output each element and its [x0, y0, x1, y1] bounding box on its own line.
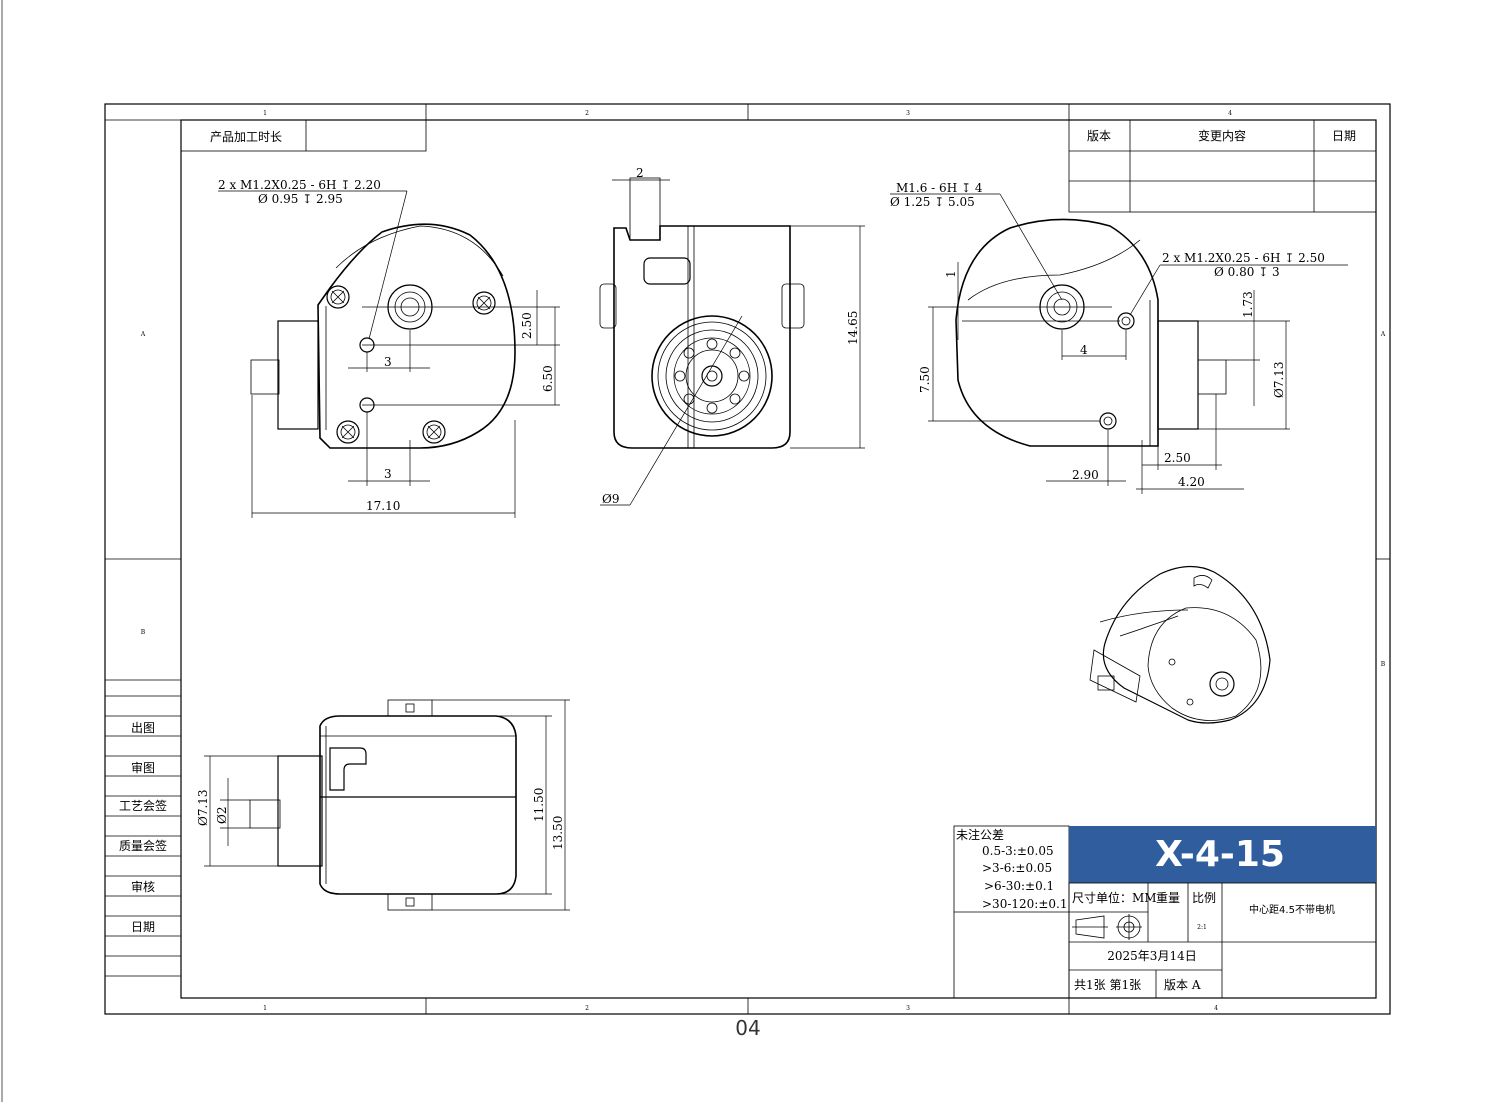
view-back: M1.6 - 6H ↧ 4 Ø 1.25 ↧ 5.05 2 x M1.2X0.2…: [890, 181, 1348, 494]
dim-v2-phi9: Ø9: [602, 492, 619, 506]
part-number-band: [1069, 826, 1376, 883]
weight-label: 重量: [1156, 891, 1180, 905]
dim-v3-2-50: 2.50: [1164, 451, 1191, 465]
drawing-frame: [104, 103, 1391, 1015]
tolerance-line-2: >3-6:±0.05: [982, 861, 1052, 875]
scale-label: 比例: [1192, 891, 1216, 905]
dim-v2-2: 2: [636, 166, 644, 180]
zone-col-2-top: 2: [585, 110, 589, 117]
process-time-label: 产品加工时长: [210, 130, 282, 144]
view-front: 2 x M1.2X0.25 - 6H ↧ 2.20 Ø 0.95 ↧ 2.95 …: [218, 178, 560, 518]
tolerance-line-3: >6-30:±0.1: [984, 879, 1054, 893]
tolerance-line-1: 0.5-3:±0.05: [982, 844, 1054, 858]
zone-row-a-right: A: [1380, 331, 1386, 338]
dim-v3-4: 4: [1080, 343, 1088, 357]
strip-label-date: 日期: [131, 920, 155, 934]
dim-v4-11-50: 11.50: [532, 788, 546, 822]
approval-strip: 出图 审图 工艺会签 质量会签 审核 日期: [105, 679, 181, 977]
dim-v3-callout-3: 2 x M1.2X0.25 - 6H ↧ 2.50: [1162, 251, 1325, 265]
revision-col-change: 变更内容: [1198, 128, 1246, 143]
dim-v4-13-50: 13.50: [551, 816, 565, 850]
dim-v3-1-73: 1.73: [1241, 291, 1255, 318]
view-top: Ø7.13 Ø2 11.50 13.50: [196, 699, 570, 911]
dim-v3-callout-4: Ø 0.80 ↧ 3: [1214, 265, 1280, 279]
tolerance-box: 未注公差 0.5-3:±0.05 >3-6:±0.05 >6-30:±0.1 >…: [953, 825, 1070, 999]
zone-col-1-top: 1: [263, 110, 267, 117]
dim-v3-callout-2: Ø 1.25 ↧ 5.05: [890, 195, 975, 209]
dim-v3-7-50: 7.50: [918, 366, 932, 393]
zone-row-a-left: A: [140, 331, 146, 338]
strip-label-process: 工艺会签: [119, 798, 167, 813]
process-time-box: 产品加工时长: [180, 119, 427, 152]
tolerance-line-4: >30-120:±0.1: [982, 897, 1067, 911]
dim-v3-2-90: 2.90: [1072, 468, 1099, 482]
part-number: X-4-15: [1155, 834, 1285, 875]
dim-v3-1: 1: [944, 270, 958, 278]
drawing-date: 2025年3月14日: [1107, 949, 1196, 963]
zone-row-b-right: B: [1381, 661, 1386, 668]
dim-v3-callout-1: M1.6 - 6H ↧ 4: [896, 181, 983, 195]
revision-col-version: 版本: [1087, 129, 1111, 143]
zone-labels: 1 2 3 4 1 2 3 4 A B A B: [140, 110, 1386, 1012]
revision-table: 版本 变更内容 日期: [1068, 119, 1377, 213]
dim-v1-3b: 3: [384, 467, 392, 481]
zone-row-b-left: B: [141, 629, 146, 636]
title-block: X-4-15 尺寸单位：MM 重量 比例 2:1 中心距4.5不带电机 2025…: [1068, 826, 1377, 999]
strip-label-audit: 审核: [131, 879, 155, 894]
zone-col-3-bottom: 3: [906, 1005, 910, 1012]
dim-v1-3a: 3: [384, 355, 392, 369]
dim-v1-callout-1: 2 x M1.2X0.25 - 6H ↧ 2.20: [218, 178, 381, 192]
isometric-view: [1089, 565, 1271, 724]
zone-col-4-top: 4: [1228, 110, 1232, 117]
dim-v4-phi7-13: Ø7.13: [196, 789, 210, 826]
dim-v3-phi7-13: Ø7.13: [1272, 361, 1286, 398]
version-value: 版本 A: [1164, 978, 1201, 992]
strip-label-quality: 质量会签: [119, 838, 167, 853]
view-side: 2 14.65 Ø9: [599, 166, 865, 506]
dim-v1-callout-2: Ø 0.95 ↧ 2.95: [258, 192, 343, 206]
page-number: 04: [735, 1016, 761, 1040]
dim-v2-14-65: 14.65: [846, 311, 860, 345]
screw-holes: [326, 285, 496, 444]
strip-label-issue: 出图: [131, 721, 155, 735]
zone-col-1-bottom: 1: [263, 1005, 267, 1012]
zone-col-2-bottom: 2: [585, 1005, 589, 1012]
zone-col-3-top: 3: [906, 110, 910, 117]
revision-col-date: 日期: [1332, 129, 1356, 143]
part-description: 中心距4.5不带电机: [1249, 903, 1335, 916]
dim-v3-4-20: 4.20: [1178, 475, 1205, 489]
dim-v1-2-50: 2.50: [520, 312, 534, 339]
dim-v4-phi2: Ø2: [215, 807, 229, 824]
dim-v1-17-10: 17.10: [366, 499, 400, 513]
zone-col-4-bottom: 4: [1214, 1005, 1218, 1012]
scale-value: 2:1: [1197, 924, 1207, 931]
unit-label: 尺寸单位：MM: [1072, 890, 1157, 905]
projection-symbol-icon: [1072, 914, 1142, 940]
sheet-count: 共1张 第1张: [1074, 978, 1141, 992]
tolerance-title: 未注公差: [956, 827, 1004, 842]
bearing-balls: [674, 338, 750, 414]
dim-v1-6-50: 6.50: [541, 365, 555, 392]
strip-label-review: 审图: [131, 760, 155, 775]
